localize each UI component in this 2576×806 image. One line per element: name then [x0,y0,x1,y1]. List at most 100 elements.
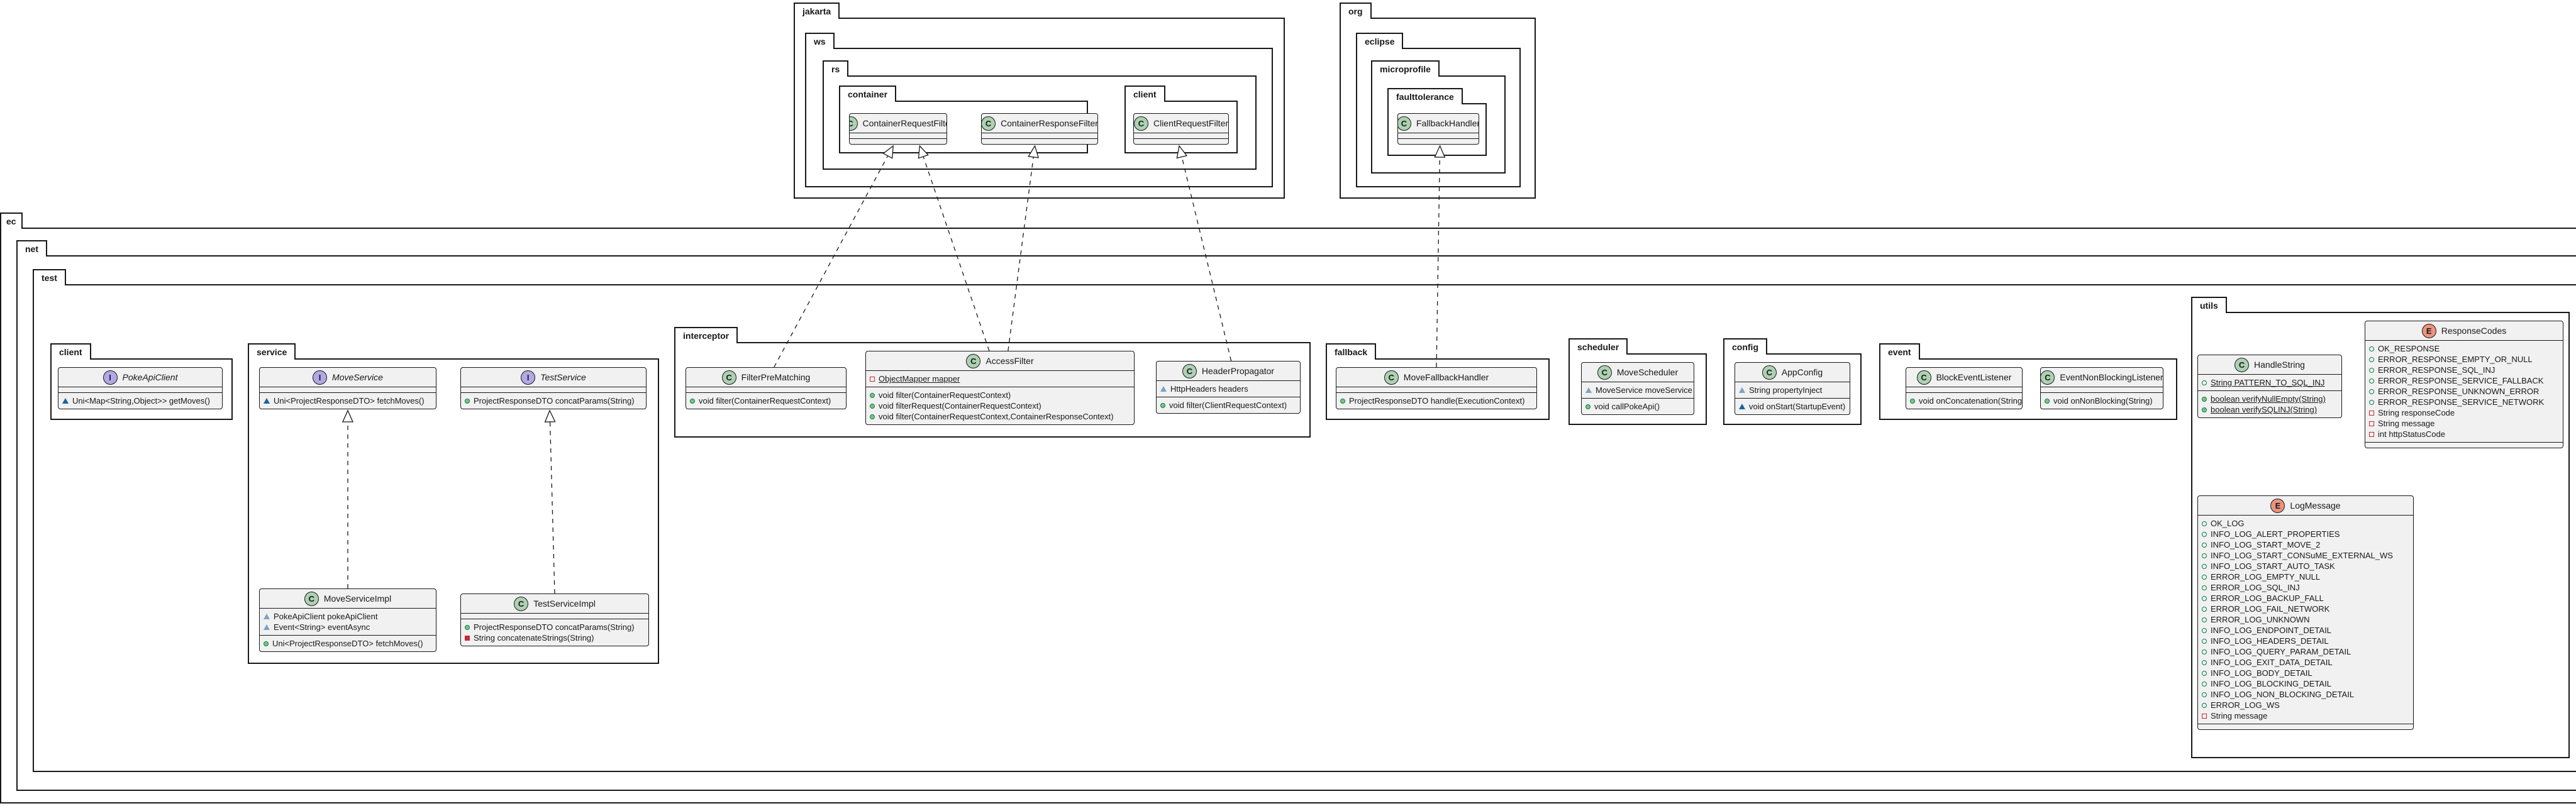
methods-section: ProjectResponseDTO concatParams(String)S… [461,619,648,646]
class-member: OK_LOG [2202,518,2409,529]
class-name: PokeApiClient [122,372,178,382]
package-label: eclipse [1356,33,1404,49]
public-field-visibility-icon [2202,681,2207,687]
class-stereotype-icon: C [1182,363,1197,378]
package-label: rs [823,60,849,77]
methods-section [2198,724,2413,729]
class-container-request-filter: CContainerRequestFilter [849,113,947,145]
member-text: PokeApiClient pokeApiClient [274,612,378,621]
methods-section: void onStart(StartupEvent) [1735,399,1850,414]
methods-section: Uni<ProjectResponseDTO> fetchMoves() [260,636,436,651]
fields-section [58,387,222,393]
class-member: ObjectMapper mapper [870,373,1130,384]
public-field-visibility-icon [2369,378,2374,384]
public-field-visibility-icon [2202,563,2207,569]
fields-section [686,387,846,393]
class-name: FallbackHandler [1416,118,1479,128]
member-text: boolean verifySQLINJ(String) [2211,405,2318,414]
package-container: container [839,86,1088,153]
fields-section [1134,133,1228,139]
public-field-visibility-icon [2202,606,2207,612]
package-label: scheduler [1568,338,1628,355]
class-member: INFO_LOG_START_AUTO_TASK [2202,561,2409,571]
member-text: void callPokeApi() [1594,402,1660,411]
member-text: INFO_LOG_QUERY_PARAM_DETAIL [2211,647,2351,656]
public-field-visibility-icon [2202,617,2207,622]
class-name: FilterPreMatching [741,372,811,382]
member-text: void onConcatenation(String) [1919,396,2023,406]
public-field-visibility-icon [2202,660,2207,665]
class-header: I MoveService [260,368,436,387]
package-label: org [1340,3,1372,19]
public-visibility-icon [870,392,875,398]
methods-section [850,139,947,144]
package-label: event [1879,343,1920,360]
member-text: ERROR_LOG_SQL_INJ [2211,583,2300,592]
methods-section: ProjectResponseDTO handle(ExecutionConte… [1336,393,1536,409]
public-visibility-icon [1160,402,1165,408]
public-field-visibility-icon [2202,649,2207,654]
class-member: INFO_LOG_START_MOVE_2 [2202,539,2409,550]
package-scheduler: scheduler [1568,338,1707,425]
class-member: ERROR_RESPONSE_SERVICE_FALLBACK [2369,375,2559,386]
member-text: ERROR_LOG_BACKUP_FALL [2211,593,2324,603]
member-text: ERROR_RESPONSE_SQL_INJ [2378,365,2496,375]
member-text: ERROR_LOG_WS [2211,700,2280,710]
class-name: TestServiceImpl [533,599,596,609]
class-name: MoveFallbackHandler [1403,372,1489,382]
interface-stereotype-icon: I [313,370,328,385]
package-label: service [248,343,296,360]
fields-section: MoveService moveService [1582,382,1694,399]
class-member: String concatenateStrings(String) [465,632,645,643]
class-member: boolean verifyNullEmpty(String) [2202,394,2338,404]
class-name: MoveService [332,372,383,382]
class-name: AccessFilter [985,356,1034,366]
member-text: int httpStatusCode [2378,429,2445,439]
class-stereotype-icon: C [1762,365,1777,380]
class-member: String message [2369,418,2559,429]
fields-section [461,387,646,393]
member-text: HttpHeaders headers [1170,384,1248,394]
public-field-visibility-icon [2202,702,2207,708]
package-label: ws [805,33,835,49]
class-member: Uni<ProjectResponseDTO> fetchMoves() [264,638,432,649]
member-text: INFO_LOG_ENDPOINT_DETAIL [2211,626,2331,635]
interface-stereotype-icon: I [521,370,536,385]
fields-section [982,133,1097,139]
public-visibility-icon [2202,407,2207,412]
class-member: ERROR_RESPONSE_SERVICE_NETWORK [2369,397,2559,407]
package-jakarta: jakarta [794,3,1285,199]
class-header: CContainerRequestFilter [850,114,947,133]
class-member: INFO_LOG_NON_BLOCKING_DETAIL [2202,689,2409,700]
class-name: MoveScheduler [1616,367,1679,377]
class-member: ERROR_LOG_EMPTY_NULL [2202,571,2409,582]
member-text: ObjectMapper mapper [879,374,960,384]
member-text: INFO_LOG_NON_BLOCKING_DETAIL [2211,690,2355,699]
class-member: void onConcatenation(String) [1910,395,2022,406]
public-field-visibility-icon [2202,521,2207,526]
member-text: ERROR_RESPONSE_SERVICE_NETWORK [2378,397,2545,407]
class-member: Event<String> eventAsync [264,622,432,632]
package-ec: ec [0,213,2576,803]
package-visibility-icon [264,398,270,404]
public-field-visibility-icon [2202,585,2207,590]
